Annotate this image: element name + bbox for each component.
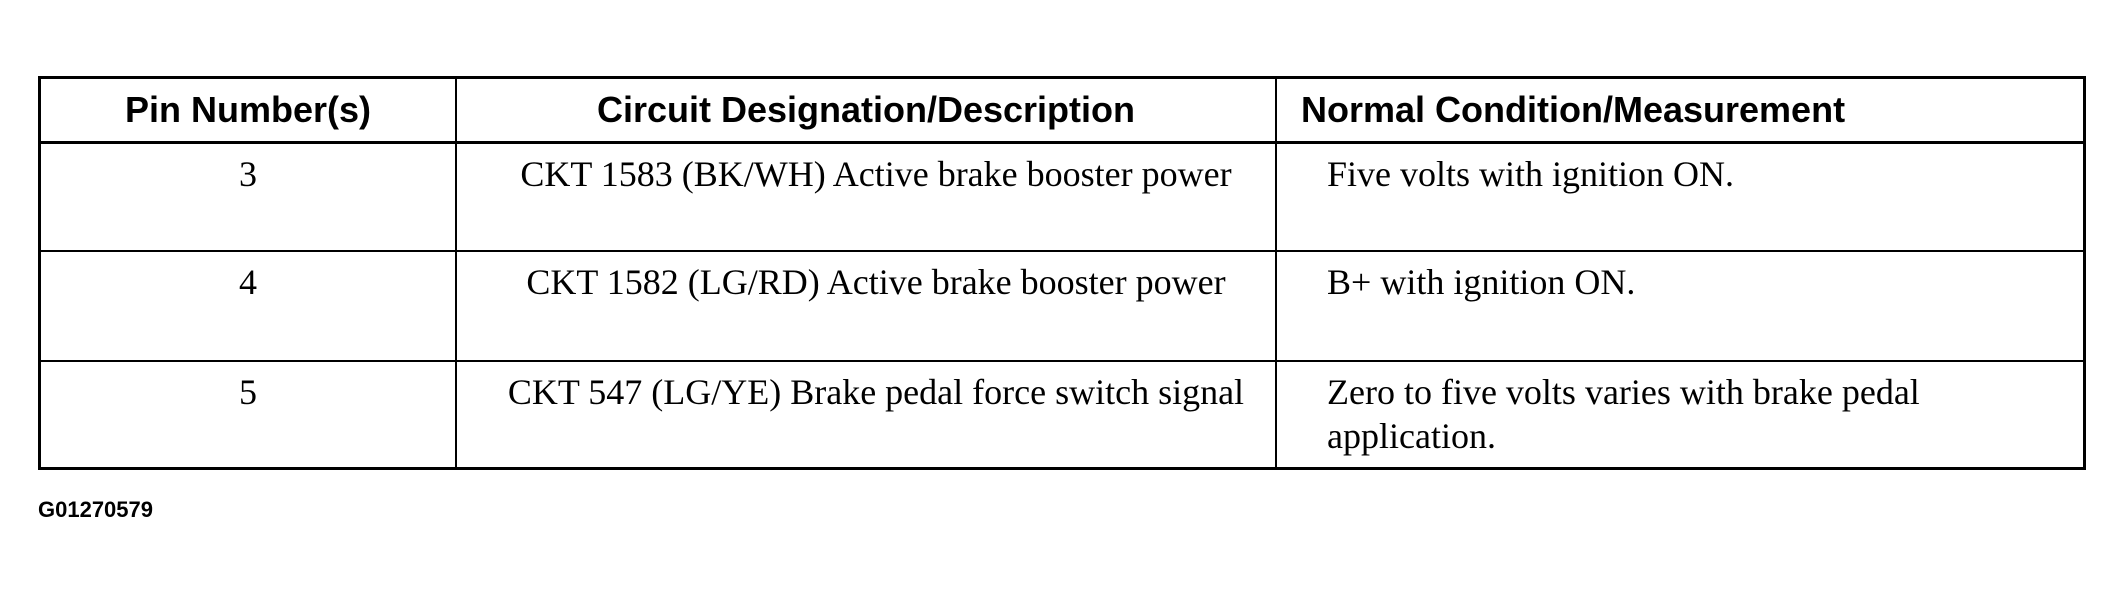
normal-condition-cell: Five volts with ignition ON.	[1275, 141, 2083, 252]
circuit-description-cell: CKT 547 (LG/YE) Brake pedal force switch…	[455, 359, 1277, 467]
table-row: 3 CKT 1583 (BK/WH) Active brake booster …	[41, 141, 2083, 252]
figure-code: G01270579	[38, 497, 153, 522]
table-row: 5 CKT 547 (LG/YE) Brake pedal force swit…	[41, 359, 2083, 467]
header-normal-condition: Normal Condition/Measurement	[1275, 79, 2083, 144]
pin-number-cell: 3	[41, 141, 457, 252]
pinout-table-container: Pin Number(s) Circuit Designation/Descri…	[38, 76, 2086, 470]
table-row: 4 CKT 1582 (LG/RD) Active brake booster …	[41, 249, 2083, 362]
pinout-table: Pin Number(s) Circuit Designation/Descri…	[41, 79, 2083, 467]
pin-number-cell: 4	[41, 249, 457, 362]
circuit-description-cell: CKT 1583 (BK/WH) Active brake booster po…	[455, 141, 1277, 252]
header-pin-numbers: Pin Number(s)	[41, 79, 457, 144]
normal-condition-cell: B+ with ignition ON.	[1275, 249, 2083, 362]
header-circuit-description: Circuit Designation/Description	[455, 79, 1277, 144]
circuit-description-cell: CKT 1582 (LG/RD) Active brake booster po…	[455, 249, 1277, 362]
normal-condition-cell: Zero to five volts varies with brake ped…	[1275, 359, 2083, 467]
pin-number-cell: 5	[41, 359, 457, 467]
table-header-row: Pin Number(s) Circuit Designation/Descri…	[41, 79, 2083, 144]
